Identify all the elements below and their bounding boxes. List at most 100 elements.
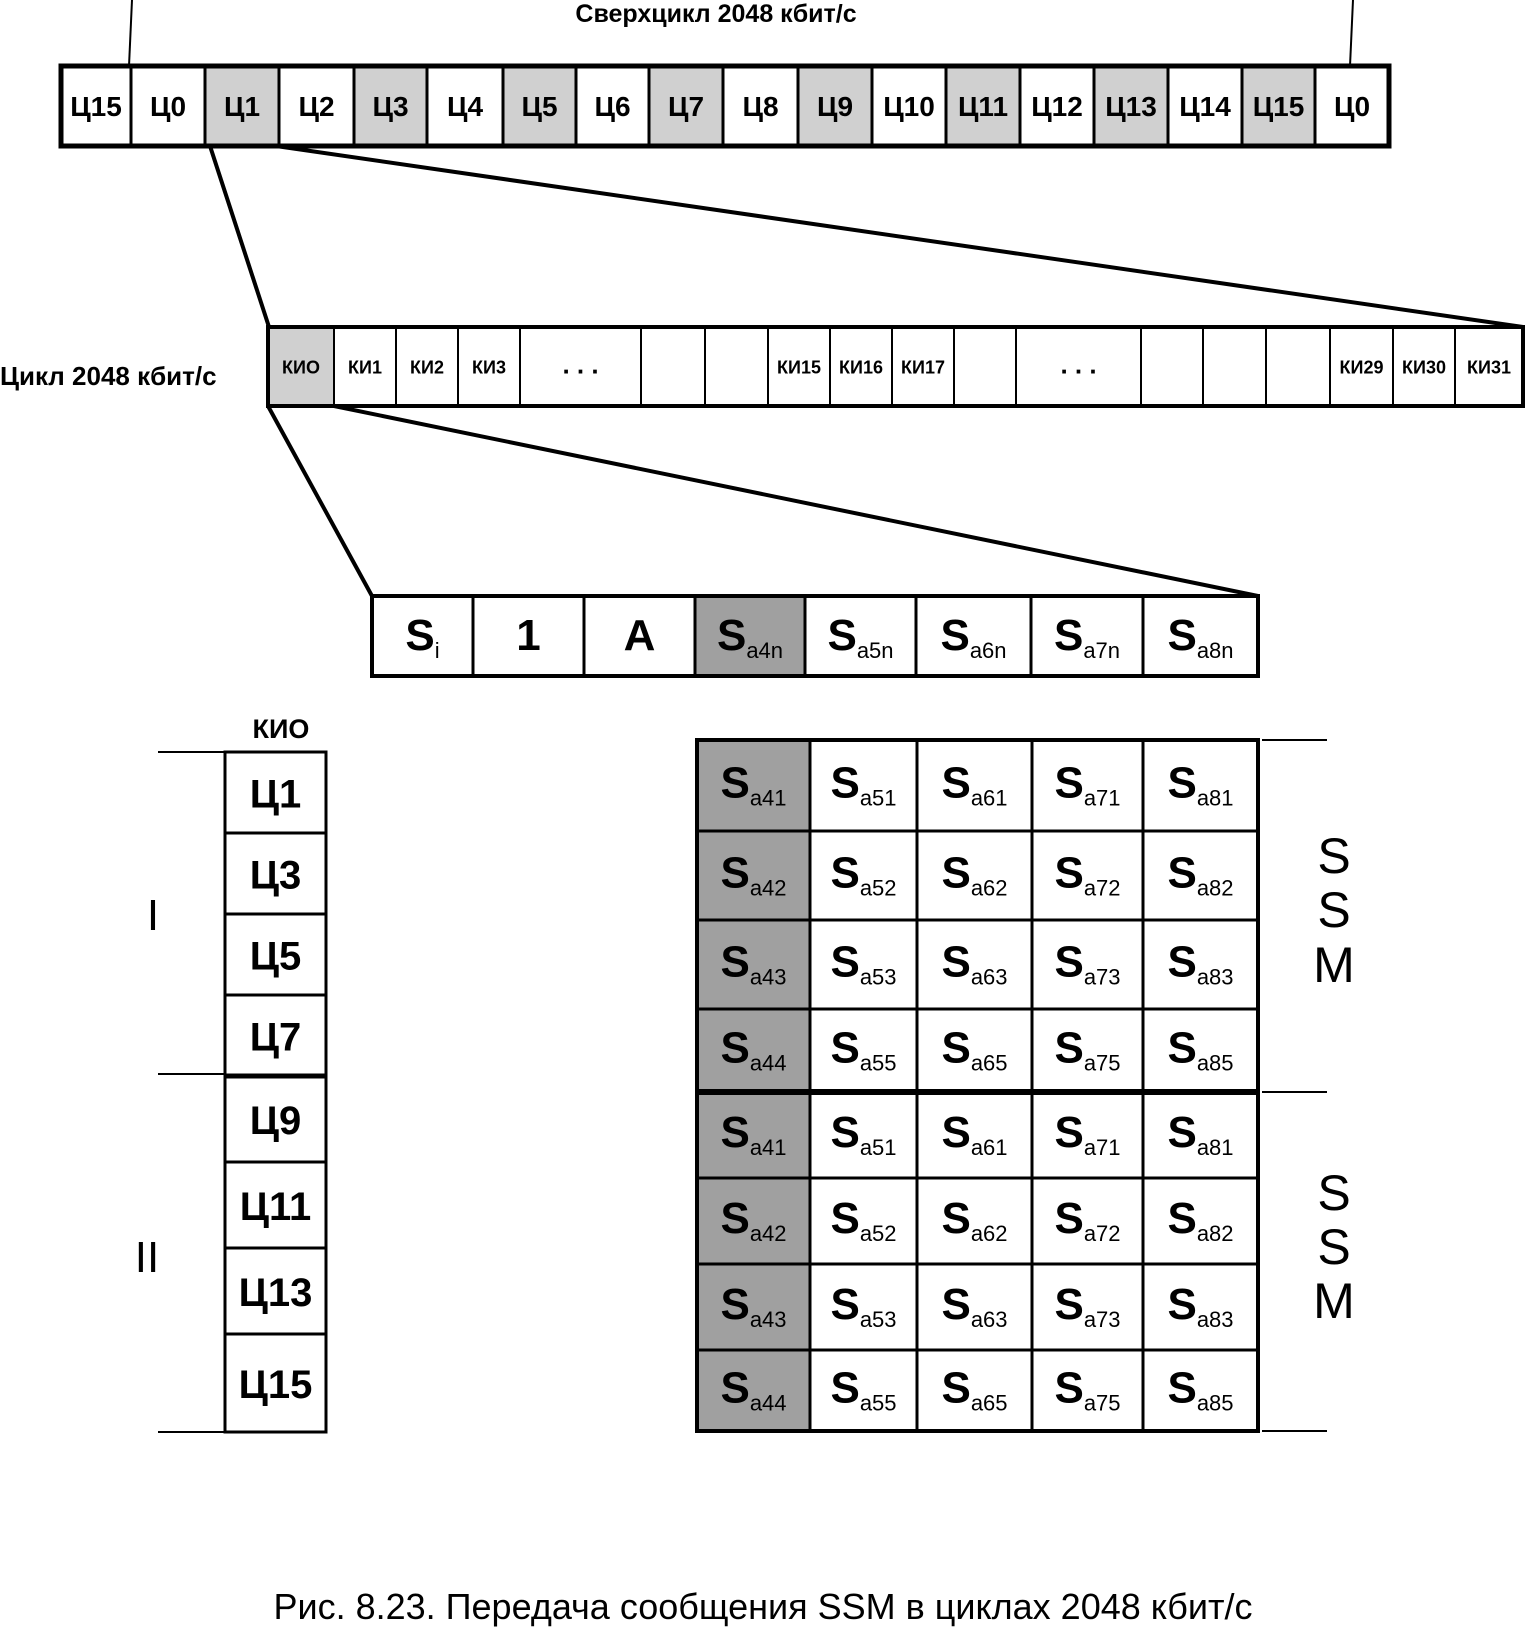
ssm-cell-label: Sa72 — [1054, 1194, 1120, 1246]
ssm-cell-label: Sa71 — [1054, 1108, 1120, 1160]
ssm-cell-label-symbol: S — [1054, 1280, 1083, 1329]
timeslot-bit-cell — [1141, 594, 1260, 678]
ssm-cell-label-symbol: S — [941, 759, 970, 808]
ssm-cell-label: Sa52 — [830, 1194, 896, 1246]
kio-cell-label: Ц9 — [250, 1099, 301, 1143]
ssm-cell-subscript: a55 — [860, 1051, 897, 1076]
ssm-cell-subscript: a44 — [750, 1391, 787, 1416]
superframe-cell-label: Ц0 — [150, 91, 186, 122]
ssm-cell-subscript: a44 — [750, 1051, 787, 1076]
ssm-cell-label-symbol: S — [720, 1024, 749, 1073]
ssm-cell-subscript: a52 — [860, 876, 897, 901]
ssm-cell-label-symbol: S — [1167, 1194, 1196, 1243]
superframe-cell-label: Ц9 — [817, 91, 853, 122]
ssm-cell — [808, 738, 919, 833]
ssm-cell — [1030, 1262, 1145, 1352]
frame-cell-label: КИ17 — [901, 358, 945, 378]
timeslot-bit-label: A — [624, 611, 656, 660]
ssm-cell-label: Sa63 — [941, 1280, 1007, 1332]
ssm-cell-subscript: a41 — [750, 1135, 787, 1160]
ssm-cell — [915, 738, 1034, 833]
timeslot-bit-label-symbol: A — [624, 611, 656, 660]
ssm-cell-label: Sa62 — [941, 1194, 1007, 1246]
ssm-cell-label: Sa85 — [1167, 1024, 1233, 1076]
ssm-cell — [915, 1090, 1034, 1180]
ssm-cell-subscript: a73 — [1084, 965, 1121, 990]
ssm-cell-label-symbol: S — [1054, 1108, 1083, 1157]
timeslot-bit-cell — [370, 594, 475, 678]
ssm-cell-subscript: a42 — [750, 1221, 787, 1246]
ssm-cell-label: Sa42 — [720, 1194, 786, 1246]
ssm-cell — [915, 829, 1034, 922]
ssm-cell-label: Sa75 — [1054, 1364, 1120, 1416]
ssm-cell-label-symbol: S — [941, 1108, 970, 1157]
ssm-cell-subscript: a83 — [1197, 965, 1234, 990]
kio-cell — [223, 1332, 328, 1434]
ssm-cell-label: Sa72 — [1054, 849, 1120, 901]
ssm-cell-label-symbol: S — [1054, 1364, 1083, 1413]
timeslot-bit-subscript: a5n — [857, 638, 894, 663]
frame-cell-label: КИ3 — [472, 358, 506, 378]
ssm-cell-subscript: a55 — [860, 1391, 897, 1416]
timeslot-bit-cell — [693, 594, 807, 678]
superframe-cell — [425, 64, 505, 148]
ssm-group-label: M — [1313, 937, 1355, 993]
ssm-cell-label: Sa51 — [830, 1108, 896, 1160]
ssm-cell — [808, 1007, 919, 1094]
ssm-cell-label-symbol: S — [720, 849, 749, 898]
ssm-cell-label-symbol: S — [830, 1194, 859, 1243]
frame-title: Цикл 2048 кбит/с — [0, 361, 217, 391]
frame-cell-label: КИ16 — [839, 358, 883, 378]
frame-cell — [1202, 326, 1267, 407]
timeslot-bit-label-symbol: 1 — [516, 611, 540, 660]
ssm-cell-label-symbol: S — [1054, 849, 1083, 898]
ssm-cell-subscript: a43 — [750, 1307, 787, 1332]
ssm-cell-label-symbol: S — [1167, 1024, 1196, 1073]
timeslot-bit-cell — [914, 594, 1033, 678]
timeslot-bit-subscript: i — [435, 638, 440, 663]
ssm-cell-subscript: a82 — [1197, 1221, 1234, 1246]
ssm-group-label: S — [1317, 882, 1350, 938]
superframe-title: Сверхцикл 2048 кбит/с — [575, 0, 856, 28]
timeslot-bit-label: Sa8n — [1167, 611, 1233, 663]
superframe-cell-label: Ц3 — [372, 91, 408, 122]
ssm-cell-subscript: a63 — [971, 965, 1008, 990]
zoom-line-frame-left — [208, 145, 271, 328]
figure-caption: Рис. 8.23. Передача сообщения SSM в цикл… — [273, 1586, 1253, 1627]
ssm-cell-label-symbol: S — [1054, 1024, 1083, 1073]
ssm-cell-label-symbol: S — [941, 849, 970, 898]
ssm-cell — [808, 829, 919, 922]
superframe-cell-label: Ц7 — [668, 91, 704, 122]
ssm-cell-label-symbol: S — [830, 938, 859, 987]
ssm-cell-label-symbol: S — [720, 1108, 749, 1157]
superframe-cell-label: Ц15 — [70, 91, 122, 122]
timeslot-bit-label-symbol: S — [1167, 611, 1196, 660]
frame-cell-label: КИО — [282, 358, 320, 378]
ssm-cell — [695, 829, 812, 922]
ssm-cell — [808, 1348, 919, 1433]
timeslot-bit-label: Sa7n — [1054, 611, 1120, 663]
superframe-cell-label: Ц15 — [1253, 91, 1305, 122]
ssm-cell-label-symbol: S — [1167, 1280, 1196, 1329]
ssm-cell-subscript: a81 — [1197, 786, 1234, 811]
frame-cell — [1265, 326, 1331, 407]
frame-cell-label: . . . — [562, 350, 598, 380]
frame-cell-label: КИ31 — [1467, 358, 1511, 378]
ssm-cell-label: Sa44 — [720, 1024, 786, 1076]
ssm-cell-label: Sa82 — [1167, 849, 1233, 901]
kio-cell-label: Ц5 — [250, 935, 301, 979]
ssm-cell — [915, 1348, 1034, 1433]
ssm-cell-label: Sa65 — [941, 1024, 1007, 1076]
ssm-cell-subscript: a85 — [1197, 1391, 1234, 1416]
ssm-cell-label-symbol: S — [830, 759, 859, 808]
ssm-cell-subscript: a53 — [860, 1307, 897, 1332]
timeslot-bit-subscript: a4n — [746, 638, 783, 663]
ssm-group-label: M — [1313, 1273, 1355, 1329]
frame-cell — [704, 326, 769, 407]
ssm-cell-subscript: a51 — [860, 786, 897, 811]
timeslot-border — [370, 594, 1260, 678]
ssm-border — [695, 738, 1260, 1433]
superframe-cell-label: Ц4 — [447, 91, 483, 122]
superframe-cell-label: Ц11 — [958, 91, 1008, 122]
